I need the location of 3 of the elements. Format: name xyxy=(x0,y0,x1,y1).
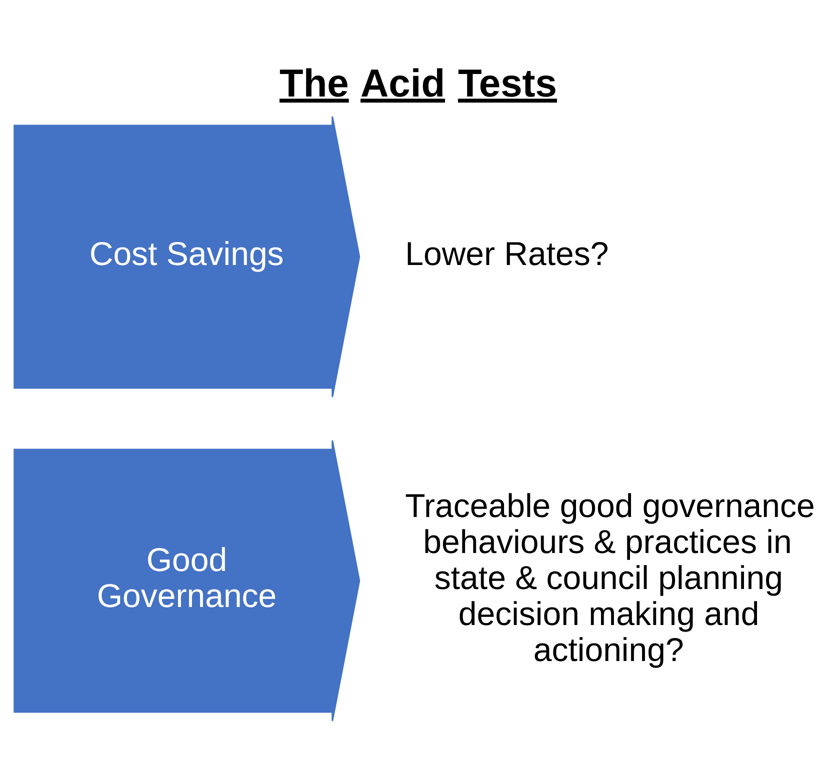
node-label: Lower Rates? xyxy=(405,235,609,272)
diagram-title: The Acid Tests xyxy=(280,62,557,106)
node-label: Traceable good governance behaviours & practices in state & council planning decision making and actioning? xyxy=(405,487,815,668)
